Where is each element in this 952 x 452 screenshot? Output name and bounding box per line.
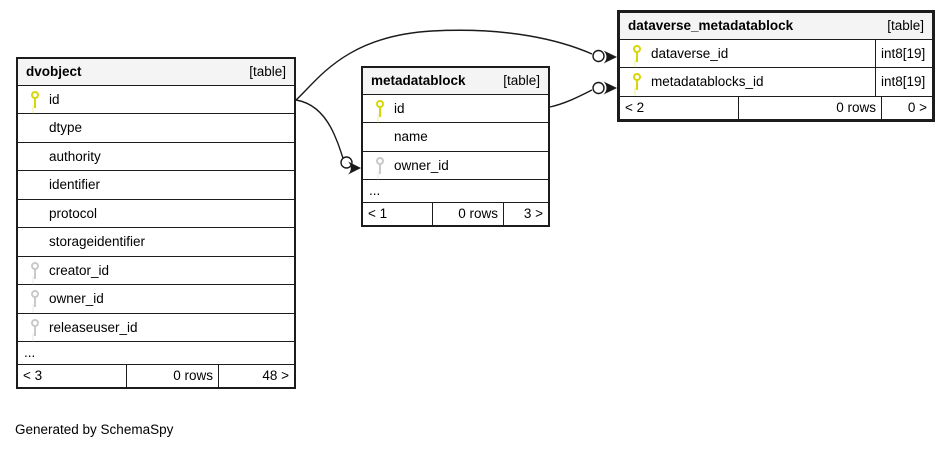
table-name: dataverse_metadatablock bbox=[628, 18, 794, 34]
column-label: metadatablocks_id bbox=[651, 74, 764, 90]
table-tag: [table] bbox=[503, 73, 540, 89]
next-pager[interactable]: 48 > bbox=[218, 364, 294, 387]
table-dvobject[interactable]: dvobject [table] id dtype authority iden… bbox=[16, 57, 296, 389]
primary-key-icon bbox=[633, 73, 643, 91]
column-label: dtype bbox=[49, 120, 83, 136]
hidden-columns-ellipsis: ... bbox=[18, 342, 294, 365]
foreign-key-icon bbox=[31, 290, 41, 308]
column-row-owner-id: owner_id bbox=[363, 152, 548, 180]
table-footer: < 3 0 rows 48 > bbox=[18, 364, 294, 387]
column-type: int8[19] bbox=[875, 68, 932, 96]
table-header[interactable]: metadatablock [table] bbox=[363, 68, 548, 95]
column-row-authority: authority bbox=[18, 143, 294, 171]
column-label: storageidentifier bbox=[49, 234, 146, 250]
column-row-id: id bbox=[363, 95, 548, 123]
column-label: name bbox=[394, 129, 428, 145]
column-row-id: id bbox=[18, 86, 294, 114]
column-row-metadatablocks-id: metadatablocks_id int8[19] bbox=[620, 68, 932, 97]
primary-key-icon bbox=[31, 90, 41, 108]
fk-arrowhead-icon bbox=[603, 81, 617, 95]
column-type: int8[19] bbox=[875, 39, 932, 67]
prev-pager[interactable]: < 1 bbox=[368, 206, 388, 221]
schemaspy-credit: Generated by SchemaSpy bbox=[15, 422, 174, 437]
row-count: 0 rows bbox=[126, 364, 218, 387]
table-tag: [table] bbox=[887, 18, 924, 34]
table-footer: < 2 0 rows 0 > bbox=[620, 96, 932, 119]
column-label: identifier bbox=[49, 177, 101, 193]
fk-endpoint-circle bbox=[340, 156, 353, 169]
row-count: 0 rows bbox=[738, 96, 881, 119]
column-label: releaseuser_id bbox=[49, 319, 138, 335]
foreign-key-icon bbox=[31, 261, 41, 279]
column-label: protocol bbox=[49, 205, 98, 221]
column-row-releaseuser-id: releaseuser_id bbox=[18, 314, 294, 342]
column-row-protocol: protocol bbox=[18, 200, 294, 228]
primary-key-icon bbox=[633, 44, 643, 62]
fk-arrowhead-icon bbox=[603, 50, 617, 64]
table-footer: < 1 0 rows 3 > bbox=[363, 202, 548, 225]
table-header[interactable]: dataverse_metadatablock [table] bbox=[620, 13, 932, 40]
column-label: id bbox=[394, 100, 405, 116]
column-row-creator-id: creator_id bbox=[18, 257, 294, 285]
next-pager[interactable]: 3 > bbox=[503, 202, 548, 225]
hidden-columns-ellipsis: ... bbox=[363, 180, 548, 203]
fk-endpoint-circle bbox=[592, 49, 605, 63]
row-count: 0 rows bbox=[432, 202, 503, 225]
prev-pager[interactable]: < 3 bbox=[23, 368, 43, 383]
fk-arrowhead-icon bbox=[348, 161, 361, 175]
relationship-line bbox=[295, 29, 593, 101]
foreign-key-icon bbox=[31, 318, 41, 336]
column-row-dtype: dtype bbox=[18, 114, 294, 143]
table-dataverse-metadatablock[interactable]: dataverse_metadatablock [table] datavers… bbox=[617, 10, 935, 122]
next-pager[interactable]: 0 > bbox=[881, 96, 932, 119]
relationship-line bbox=[549, 89, 593, 108]
column-row-name: name bbox=[363, 123, 548, 152]
column-label: dataverse_id bbox=[651, 45, 729, 61]
table-name: metadatablock bbox=[371, 73, 466, 89]
column-row-identifier: identifier bbox=[18, 171, 294, 200]
relationship-line bbox=[295, 99, 344, 159]
table-metadatablock[interactable]: metadatablock [table] id name owner_id .… bbox=[361, 66, 550, 227]
column-label: authority bbox=[49, 148, 101, 164]
column-row-dataverse-id: dataverse_id int8[19] bbox=[620, 39, 932, 68]
foreign-key-icon bbox=[376, 156, 386, 174]
table-tag: [table] bbox=[249, 64, 286, 80]
column-label: owner_id bbox=[49, 291, 104, 307]
column-row-owner-id: owner_id bbox=[18, 285, 294, 314]
column-label: creator_id bbox=[49, 262, 110, 278]
fk-endpoint-circle bbox=[592, 81, 605, 95]
column-label: id bbox=[49, 91, 60, 107]
column-row-storageidentifier: storageidentifier bbox=[18, 228, 294, 257]
column-label: owner_id bbox=[394, 157, 449, 173]
prev-pager[interactable]: < 2 bbox=[625, 100, 645, 115]
primary-key-icon bbox=[376, 99, 386, 117]
table-name: dvobject bbox=[26, 64, 82, 80]
table-header[interactable]: dvobject [table] bbox=[18, 59, 294, 86]
